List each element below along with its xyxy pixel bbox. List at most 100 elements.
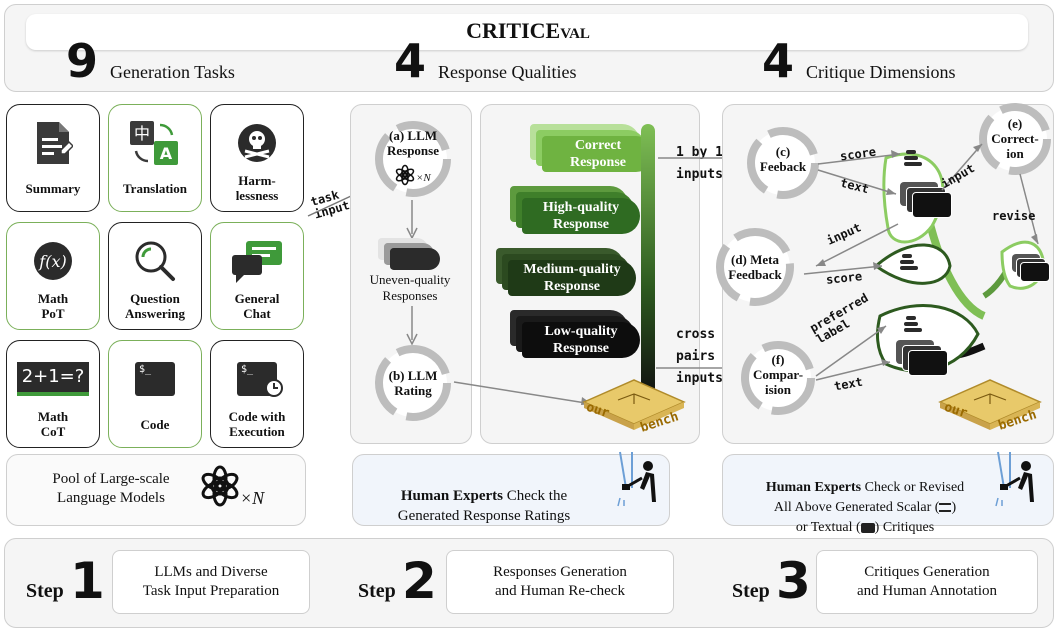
quality-stem <box>641 124 655 396</box>
gen-tasks-count: 9 <box>66 34 99 88</box>
llm-response-ring <box>375 121 451 197</box>
quality-high: High-quality Response <box>522 198 640 234</box>
step-2-word: Step <box>358 580 396 602</box>
step-1-word: Step <box>26 580 64 602</box>
step-3-num: 3 <box>776 552 811 610</box>
uneven-responses-label: Uneven-quality Responses <box>369 272 451 303</box>
inline-textual-icon <box>860 522 875 533</box>
human-check-end: ) Critiques <box>874 520 935 535</box>
bench-platform-3 <box>938 379 1042 430</box>
task-label: Harm- lessness <box>235 173 279 203</box>
chalkboard-icon: 2+1=? <box>17 355 89 403</box>
title-bar <box>26 14 1028 50</box>
meta-feedback-ring <box>716 228 794 306</box>
chat-bubbles-icon <box>230 237 284 285</box>
human-experts-label: Human Experts <box>765 480 862 495</box>
quality-low: Low-quality Response <box>522 322 640 358</box>
terminal-clock-icon: $_ <box>237 355 283 403</box>
down-arrow <box>406 200 418 240</box>
magnifier-icon <box>133 237 177 285</box>
svg-text:f(x): f(x) <box>38 252 66 271</box>
revise-label: revise <box>992 209 1036 223</box>
one-by-one-label: 1 by 1 inputs <box>676 145 723 182</box>
correction-textual-icon <box>1012 254 1050 282</box>
task-label: Math CoT <box>37 409 69 439</box>
svg-text:A: A <box>160 144 173 163</box>
human-check-panel-3 <box>722 454 1054 526</box>
step-1-desc: LLMs and Diverse Task Input Preparation <box>112 550 310 614</box>
critique-dims-label: Critique Dimensions <box>806 62 956 82</box>
feedback-label: (c) Feeback <box>759 144 807 174</box>
task-label: Summary <box>25 181 81 196</box>
correction-label: (e) Correct- ion <box>991 116 1039 161</box>
human-check-panel-2 <box>352 454 670 526</box>
task-math-pot: f(x) Math PoT <box>6 222 100 330</box>
textual-critique-icon <box>900 182 952 218</box>
comparison-textual-icon <box>896 340 948 376</box>
terminal-prompt: $_ <box>135 362 175 396</box>
openai-logo-icon <box>201 465 239 507</box>
task-qa: Question Answering <box>108 222 202 330</box>
human-experts-label: Human Experts <box>400 488 503 504</box>
task-label: Question Answering <box>125 291 185 321</box>
correction-ring <box>979 103 1051 175</box>
uneven-responses-stack <box>378 238 442 272</box>
step-3-word: Step <box>732 580 770 602</box>
llm-rating-label: (b) LLM Rating <box>388 368 438 398</box>
human-expert-icon <box>617 451 656 507</box>
meta-scalar-icon <box>900 254 918 270</box>
terminal-icon: $_ <box>135 355 175 403</box>
svg-text:中: 中 <box>134 124 150 143</box>
comparison-label: (f) Compar- ision <box>752 352 804 397</box>
human-check-text-2: Human Experts Check the Generated Respon… <box>364 466 604 526</box>
human-check-desc: Check or Revised All Above Generated Sca… <box>773 480 965 515</box>
critique-arrows <box>803 143 1039 381</box>
meta-feedback-label: (d) Meta Feedback <box>728 252 782 282</box>
task-label: Translation <box>122 181 188 196</box>
pool-times-n: ×N <box>240 488 265 508</box>
task-label: Math PoT <box>37 291 69 321</box>
cross-pairs-label: cross pairs inputs <box>676 327 723 386</box>
feedback-ring <box>747 127 819 199</box>
human-check-desc: Check the Generated Response Ratings <box>397 488 571 524</box>
task-label: General Chat <box>234 291 280 321</box>
critique-dims-count: 4 <box>762 34 795 88</box>
comparison-scalar-icon <box>904 316 922 332</box>
llm-response-label: (a) LLM Response <box>386 128 439 158</box>
task-math-cot: 2+1=? Math CoT <box>6 340 100 448</box>
document-icon <box>33 119 73 167</box>
step-3-desc: Critiques Generation and Human Annotatio… <box>816 550 1038 614</box>
openai-small-icon <box>395 164 415 186</box>
step-2-num: 2 <box>402 552 437 610</box>
human-check-mid: ) or Textual ( <box>795 500 957 535</box>
gen-tasks-label: Generation Tasks <box>110 62 235 82</box>
human-expert-icon <box>995 451 1034 507</box>
page-title: CRITICEval <box>466 18 590 43</box>
human-check-text-3: Human Experts Check or Revised All Above… <box>730 458 1000 538</box>
task-summary: Summary <box>6 104 100 212</box>
down-arrow <box>406 306 418 346</box>
resp-qualities-count: 4 <box>394 34 427 88</box>
resp-qualities-label: Response Qualities <box>438 62 577 82</box>
llm-pool-panel <box>6 454 306 526</box>
quality-medium: Medium-quality Response <box>508 260 636 296</box>
step-2-desc: Responses Generation and Human Re-check <box>446 550 674 614</box>
skull-crossbones-icon <box>237 119 277 167</box>
step-1-num: 1 <box>70 552 105 610</box>
bench-platform-2 <box>582 379 686 430</box>
quality-correct: Correct Response <box>542 136 654 172</box>
task-general-chat: General Chat <box>210 222 304 330</box>
function-icon: f(x) <box>33 237 73 285</box>
task-code: $_ Code <box>108 340 202 448</box>
inline-scalar-icon <box>939 503 952 513</box>
task-harmlessness: Harm- lessness <box>210 104 304 212</box>
scalar-critique-icon <box>904 150 922 166</box>
comparison-ring <box>741 341 815 415</box>
llm-response-times-n: ×N <box>416 172 431 184</box>
task-label: Code <box>140 417 170 432</box>
llm-pool-label: Pool of Large-scale Language Models <box>52 471 170 506</box>
chalkboard-text: 2+1=? <box>17 362 89 396</box>
task-code-exec: $_ Code with Execution <box>210 340 304 448</box>
